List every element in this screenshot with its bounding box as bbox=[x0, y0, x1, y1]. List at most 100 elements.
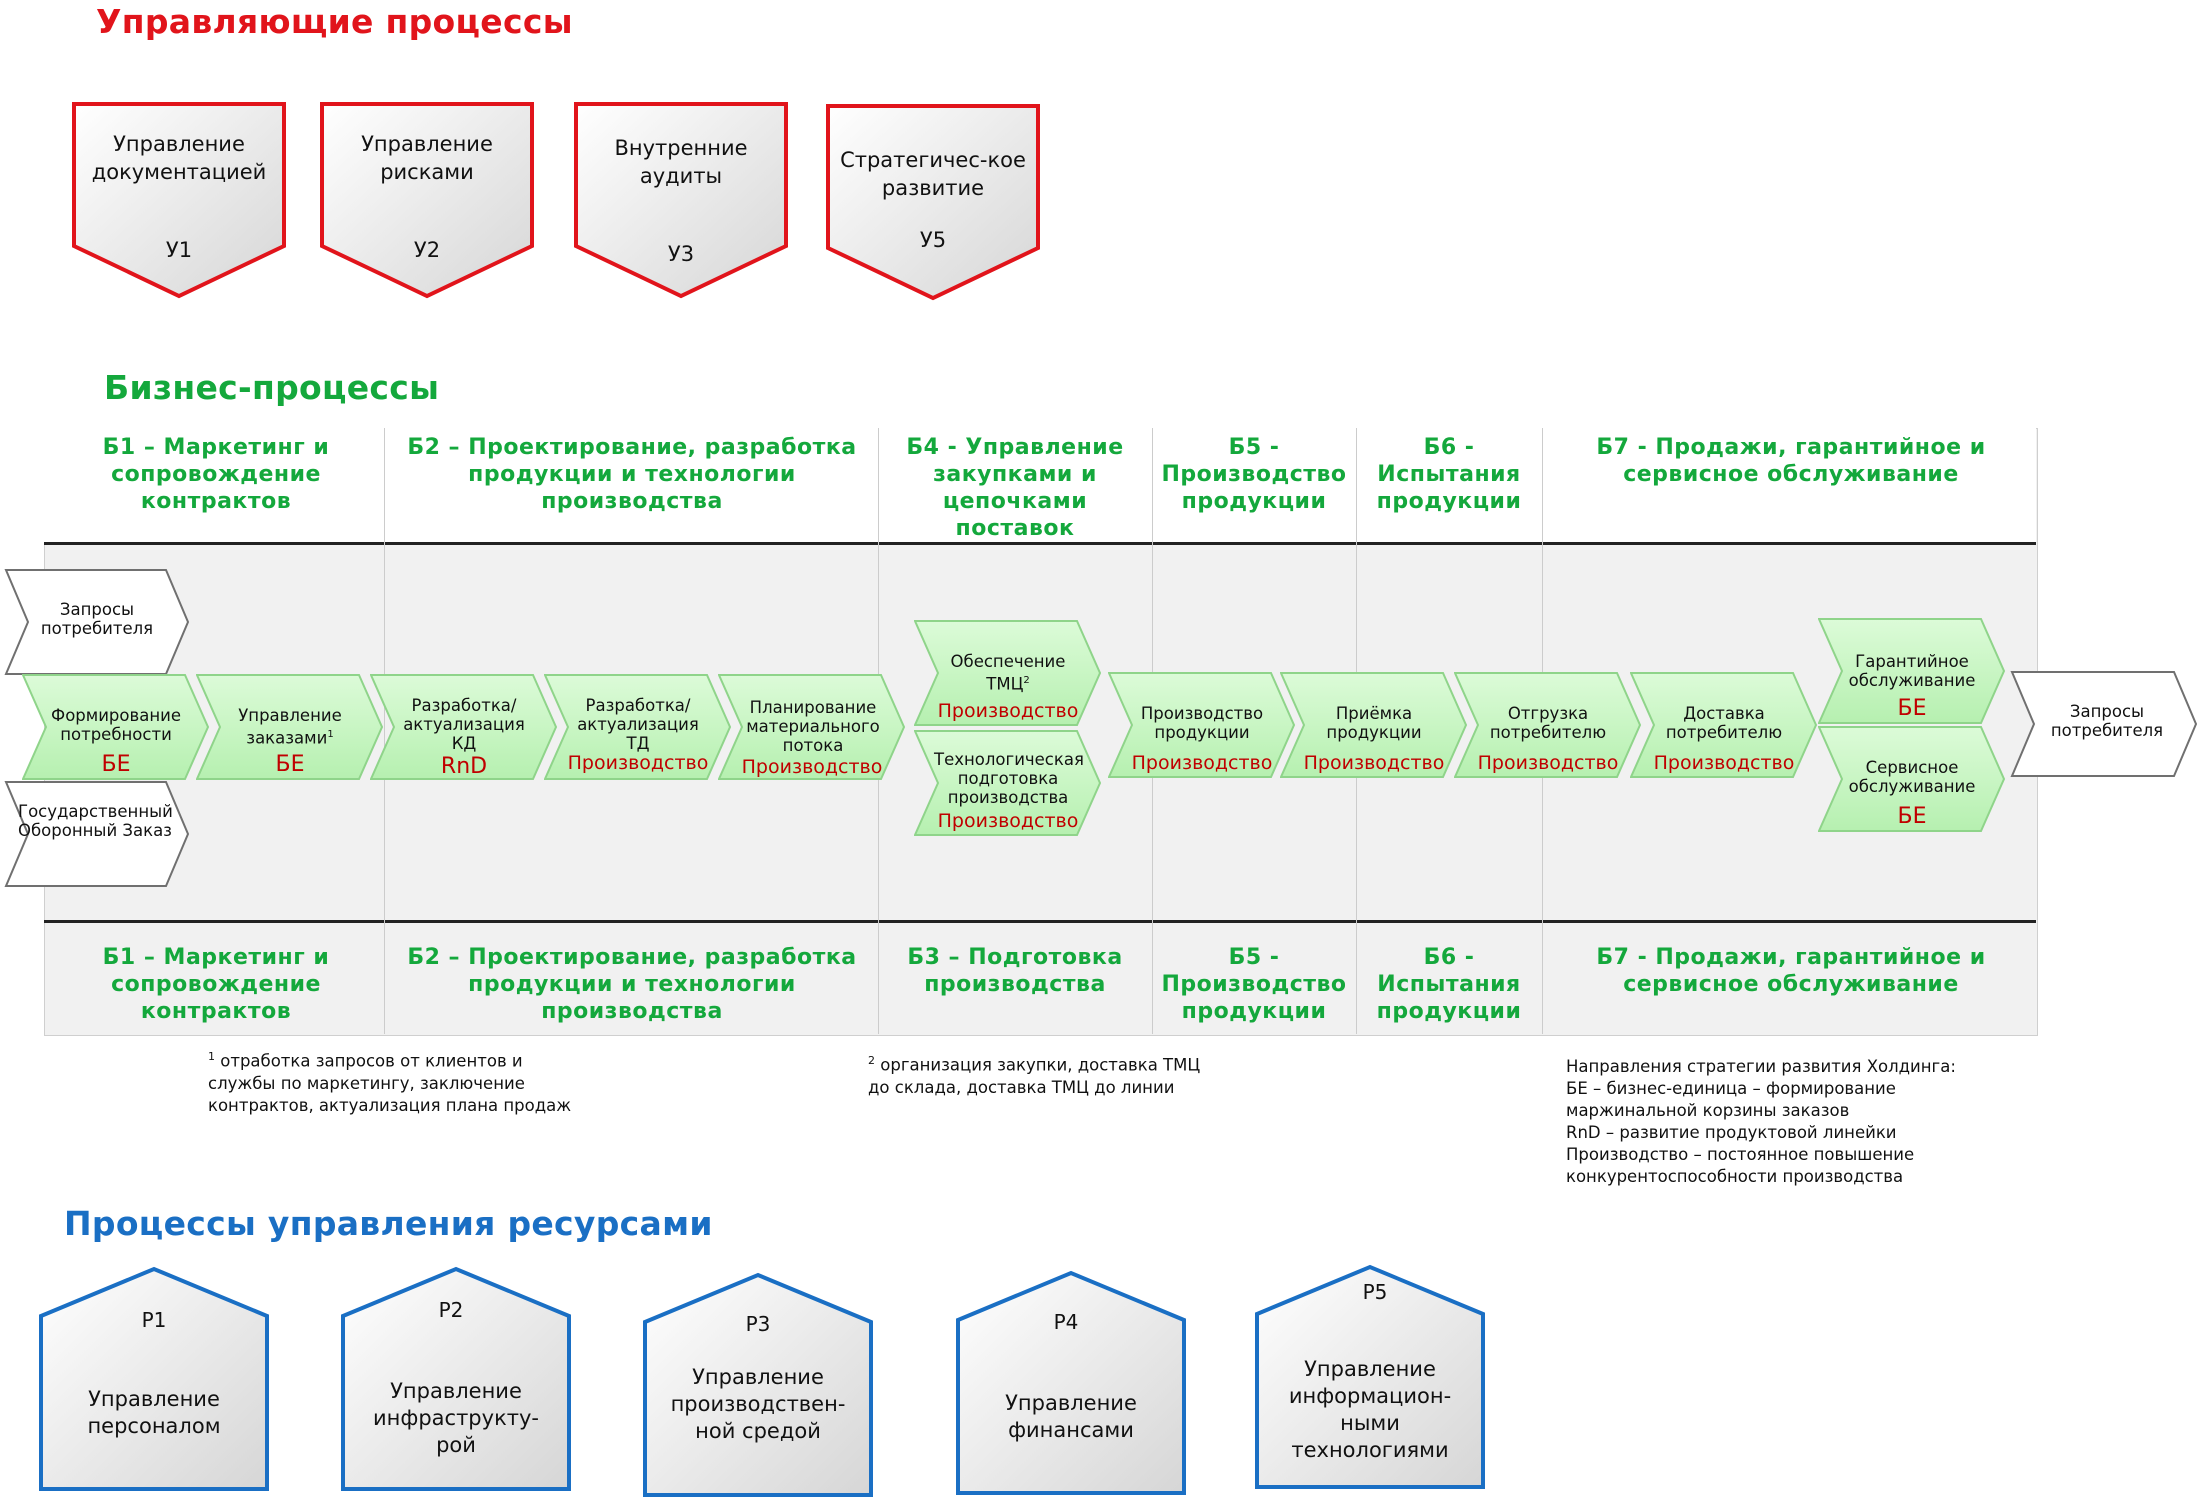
mgmt-process-label: Внутренние аудиты bbox=[614, 136, 748, 188]
mgmt-process-label: Управление рисками bbox=[361, 132, 493, 184]
chevron-shape bbox=[1818, 618, 2006, 724]
resource-process-p2[interactable]: Р2 Управление инфраструкту-рой bbox=[340, 1266, 572, 1494]
resource-process-p4[interactable]: Р4 Управление финансами bbox=[955, 1270, 1187, 1498]
house-shape bbox=[956, 1270, 1186, 1495]
step-production[interactable]: Производство продукции Производство bbox=[1108, 672, 1296, 778]
step-tag: Производство bbox=[937, 810, 1079, 832]
chevron-shape bbox=[1280, 672, 1468, 778]
header-divider-line bbox=[44, 542, 2036, 545]
step-warranty-service[interactable]: Гарантийное обслуживание БЕ bbox=[1818, 618, 2006, 724]
house-shape bbox=[1255, 1264, 1485, 1489]
step-material-flow-planning[interactable]: Планирование материального потока Произв… bbox=[718, 674, 906, 780]
step-maintenance-service[interactable]: Сервисное обслуживание БЕ bbox=[1818, 726, 2006, 832]
column-footer-b7: Б7 - Продажи, гарантийное и сервисное об… bbox=[1596, 945, 1986, 997]
mgmt-process-u1[interactable]: Управление документацией У1 bbox=[70, 100, 288, 300]
resource-label: Управление информацион-ными технологиями bbox=[1288, 1357, 1452, 1462]
step-acceptance[interactable]: Приёмка продукции Производство bbox=[1280, 672, 1468, 778]
step-label: Технологическая подготовка производства bbox=[934, 750, 1084, 807]
input-state-defense-order[interactable]: Государственный Оборонный Заказ bbox=[4, 780, 190, 888]
pentagon-shape bbox=[826, 104, 1040, 301]
footer-divider-line bbox=[44, 920, 2036, 923]
resource-code: Р1 bbox=[141, 1308, 167, 1332]
column-header-b2: Б2 – Проектирование, разработка продукци… bbox=[407, 435, 857, 514]
legend-line: Направления стратегии развития Холдинга: bbox=[1566, 1057, 1956, 1076]
step-tag: Производство bbox=[1131, 752, 1273, 774]
step-label: Гарантийное обслуживание bbox=[1848, 652, 1976, 690]
pentagon-shape bbox=[72, 102, 286, 299]
chevron-shape bbox=[196, 674, 384, 780]
step-tmc-supply[interactable]: Обеспечение ТМЦ2 Производство bbox=[914, 620, 1102, 726]
input-customer-requests[interactable]: Запросы потребителя bbox=[4, 568, 190, 676]
input-label: Государственный Оборонный Заказ bbox=[18, 802, 173, 840]
step-label: Разработка/ актуализация КД bbox=[403, 696, 525, 753]
step-label: Управление заказами1 bbox=[210, 706, 370, 748]
chevron-shape bbox=[2010, 671, 2198, 777]
footnote-2: 2 организация закупки, доставка ТМЦ до с… bbox=[868, 1050, 1200, 1099]
step-tag: БЕ bbox=[1897, 804, 1927, 829]
step-td-development[interactable]: Разработка/ актуализация ТД Производство bbox=[544, 674, 732, 780]
chevron-shape bbox=[22, 674, 210, 780]
column-footer-b5: Б5 - Производство продукции bbox=[1161, 945, 1347, 1024]
column-header-b1: Б1 – Маркетинг и сопровождение контракто… bbox=[102, 435, 330, 514]
resource-code: Р5 bbox=[1362, 1280, 1388, 1304]
chevron-shape bbox=[914, 620, 1102, 726]
footnote-text: организация закупки, доставка ТМЦ bbox=[880, 1055, 1201, 1075]
resource-process-p1[interactable]: Р1 Управление персоналом bbox=[38, 1266, 270, 1494]
step-tag: Производство bbox=[1477, 752, 1619, 774]
column-divider bbox=[384, 428, 385, 1034]
mgmt-process-u5[interactable]: Стратегичес-кое развитие У5 bbox=[824, 102, 1042, 302]
mgmt-process-u3[interactable]: Внутренние аудиты У3 bbox=[572, 100, 790, 300]
footnote-marker: 1 bbox=[208, 1050, 215, 1063]
chevron-shape bbox=[1454, 672, 1642, 778]
legend-line: БЕ – бизнес-единица – формирование bbox=[1566, 1079, 1896, 1098]
chevron-shape bbox=[544, 674, 732, 780]
mgmt-process-u2[interactable]: Управление рисками У2 bbox=[318, 100, 536, 300]
legend-line: RnD – развитие продуктовой линейки bbox=[1566, 1123, 1897, 1142]
resource-label: Управление производствен-ной средой bbox=[670, 1365, 846, 1443]
step-kd-development[interactable]: Разработка/ актуализация КД RnD bbox=[370, 674, 558, 780]
resource-label: Управление финансами bbox=[1005, 1391, 1137, 1442]
step-tag: Производство bbox=[1303, 752, 1445, 774]
column-footer-b1: Б1 – Маркетинг и сопровождение контракто… bbox=[102, 945, 330, 1024]
footnote-marker: 2 bbox=[1023, 675, 1030, 686]
step-tag: БЕ bbox=[1897, 696, 1927, 721]
chevron-shape bbox=[4, 781, 190, 887]
step-tag: Производство bbox=[937, 700, 1079, 722]
management-section-title: Управляющие процессы bbox=[96, 2, 573, 41]
column-header-b7: Б7 - Продажи, гарантийное и сервисное об… bbox=[1596, 435, 1986, 487]
step-label-text: Обеспечение ТМЦ bbox=[950, 652, 1066, 694]
step-demand-formation[interactable]: Формирование потребности БЕ bbox=[22, 674, 210, 780]
resource-process-p3[interactable]: Р3 Управление производствен-ной средой bbox=[642, 1272, 874, 1500]
step-label-text: Управление заказами bbox=[238, 706, 342, 748]
column-header-b5: Б5 - Производство продукции bbox=[1161, 435, 1347, 514]
column-header-b4: Б4 - Управление закупками и цепочками по… bbox=[906, 435, 1124, 541]
step-tag: Производство bbox=[741, 756, 883, 778]
step-label: Формирование потребности bbox=[50, 706, 181, 744]
resources-section-title: Процессы управления ресурсами bbox=[64, 1204, 713, 1243]
output-customer-requests[interactable]: Запросы потребителя bbox=[2010, 670, 2198, 778]
step-tag: БЕ bbox=[275, 752, 305, 777]
footnote-1: 1 отработка запросов от клиентов и служб… bbox=[208, 1046, 571, 1117]
chevron-shape bbox=[1108, 672, 1296, 778]
chevron-shape bbox=[914, 730, 1102, 836]
mgmt-process-code: У3 bbox=[667, 242, 695, 266]
step-shipment[interactable]: Отгрузка потребителю Производство bbox=[1454, 672, 1642, 778]
resource-process-p5[interactable]: Р5 Управление информацион-ными технологи… bbox=[1254, 1264, 1486, 1492]
pentagon-shape bbox=[320, 102, 534, 299]
mgmt-process-code: У5 bbox=[919, 228, 947, 252]
step-label: Доставка потребителю bbox=[1665, 704, 1783, 742]
footnote-1-line: контрактов, актуализация плана продаж bbox=[208, 1095, 572, 1115]
step-delivery[interactable]: Доставка потребителю Производство bbox=[1630, 672, 1818, 778]
resource-label: Управление инфраструкту-рой bbox=[373, 1379, 539, 1457]
chevron-shape bbox=[718, 674, 906, 780]
column-header-b6: Б6 - Испытания продукции bbox=[1376, 435, 1522, 514]
step-order-management[interactable]: Управление заказами1 БЕ bbox=[196, 674, 384, 780]
step-tech-preparation[interactable]: Технологическая подготовка производства … bbox=[914, 730, 1102, 836]
resource-code: Р4 bbox=[1053, 1310, 1079, 1334]
house-shape bbox=[643, 1272, 873, 1497]
step-label: Отгрузка потребителю bbox=[1489, 704, 1607, 742]
business-header-band bbox=[44, 428, 2036, 544]
column-footer-b3: Б3 – Подготовка производства bbox=[907, 945, 1123, 997]
column-footer-b6: Б6 - Испытания продукции bbox=[1376, 945, 1522, 1024]
output-label: Запросы потребителя bbox=[2050, 702, 2164, 740]
